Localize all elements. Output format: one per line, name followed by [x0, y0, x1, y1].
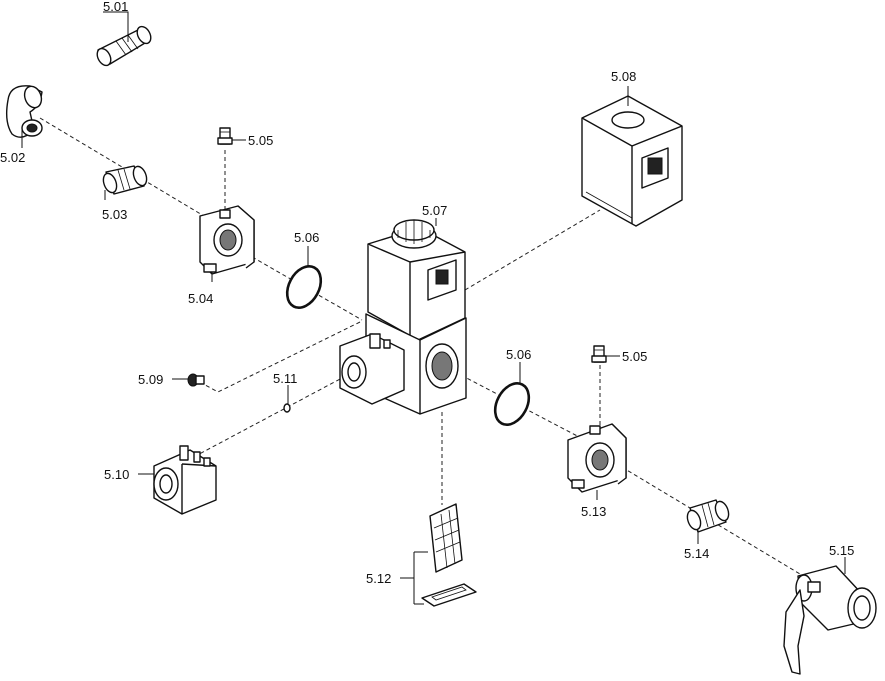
- part-test-nipple-505b: [591, 345, 607, 363]
- label-513: 5.13: [581, 504, 606, 519]
- label-503: 5.03: [102, 207, 127, 222]
- part-labels: 5.01 5.02 5.03 5.04 5.05 5.05 5.06 5.06 …: [0, 0, 854, 586]
- label-506b: 5.06: [506, 347, 531, 362]
- part-small-ring-511: [283, 403, 291, 413]
- part-test-nipple-505a: [217, 127, 233, 145]
- part-coil-508: [581, 95, 683, 227]
- part-o-ring-506a: [285, 265, 323, 309]
- label-507: 5.07: [422, 203, 447, 218]
- label-504: 5.04: [188, 291, 213, 306]
- part-filter-512: [421, 503, 477, 607]
- part-o-ring-506b: [493, 382, 531, 426]
- part-nipple-501: [96, 25, 152, 67]
- part-ball-valve-515: [783, 565, 877, 675]
- part-screw-509: [187, 373, 205, 387]
- label-505a: 5.05: [248, 133, 273, 148]
- label-502: 5.02: [0, 150, 25, 165]
- label-511: 5.11: [273, 371, 297, 386]
- label-508: 5.08: [611, 69, 636, 84]
- axis-513-515: [609, 459, 831, 593]
- label-501: 5.01: [103, 0, 128, 14]
- part-flange-504: [199, 205, 255, 275]
- axis-507-508: [464, 209, 601, 291]
- part-valve-body-507: [339, 219, 467, 415]
- label-515: 5.15: [829, 543, 854, 558]
- part-flange-513: [567, 423, 627, 493]
- label-506a: 5.06: [294, 230, 319, 245]
- part-elbow-502: [5, 85, 43, 138]
- part-nipple-514: [686, 499, 730, 533]
- label-514: 5.14: [684, 546, 709, 561]
- label-512: 5.12: [366, 571, 391, 586]
- label-505b: 5.05: [622, 349, 647, 364]
- part-plug-510: [153, 445, 217, 515]
- leader-lines: [21, 11, 846, 605]
- label-510: 5.10: [104, 467, 129, 482]
- label-509: 5.09: [138, 372, 163, 387]
- axis-510-511: [187, 377, 343, 461]
- part-nipple-503: [102, 165, 148, 195]
